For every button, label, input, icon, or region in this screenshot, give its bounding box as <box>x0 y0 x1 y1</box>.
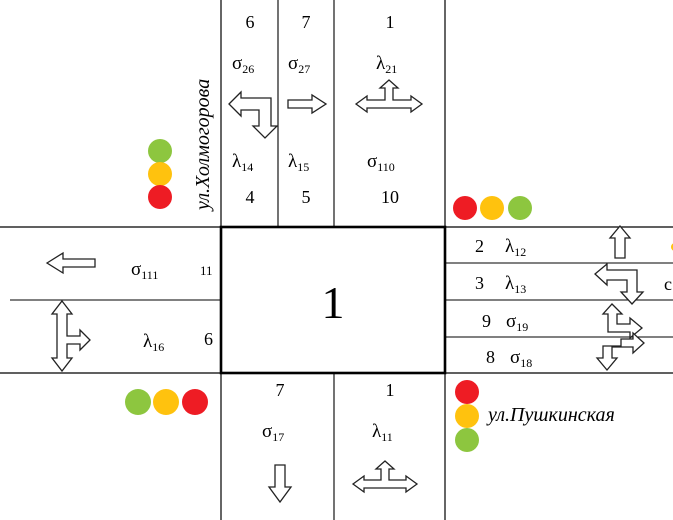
west-lane-number-6: 6 <box>204 329 213 349</box>
lambda-21-label: λ21 <box>376 53 397 76</box>
traffic-light-sw-green <box>125 389 151 415</box>
west-left-arrow-icon <box>45 251 96 275</box>
traffic-light-ne-green <box>508 196 532 220</box>
east-left-down-arrow-icon <box>594 262 645 305</box>
east-lane-number-3: 3 <box>475 273 484 293</box>
north-lane-number-1: 1 <box>386 12 395 32</box>
intersection-box <box>219 225 447 375</box>
north-exit-number-4: 4 <box>246 187 255 207</box>
west-lane-number-11: 11 <box>200 263 213 278</box>
north-lane-number-6: 6 <box>246 12 255 32</box>
north-lane-number-7: 7 <box>302 12 311 32</box>
left-and-down-arrow-icon <box>228 90 279 139</box>
north-exit-number-5: 5 <box>302 187 311 207</box>
traffic-light-ne-yellow <box>480 196 504 220</box>
right-arrow-icon <box>287 93 328 115</box>
traffic-light-ne-red <box>453 196 477 220</box>
lambda-13-label: λ13 <box>505 273 526 296</box>
east-down-right-arrow-icon <box>595 331 645 372</box>
sigma-111-label: σ111 <box>131 259 158 282</box>
lambda-14-label: λ14 <box>232 151 253 174</box>
lambda-15-label: λ15 <box>288 151 309 174</box>
south-down-arrow-icon <box>267 464 293 504</box>
sigma-26-label: σ26 <box>232 53 254 76</box>
sigma-17-label: σ17 <box>262 421 284 444</box>
east-up-arrow-icon <box>608 224 632 259</box>
sigma-110-label: σ110 <box>367 151 395 174</box>
sigma-18-label: σ18 <box>510 347 532 370</box>
east-up-right-arrow-icon <box>601 303 644 340</box>
traffic-light-nw-yellow <box>148 162 172 186</box>
traffic-light-nw-red <box>148 185 172 209</box>
sigma-19-label: σ19 <box>506 311 528 334</box>
lambda-16-label: λ16 <box>143 331 164 354</box>
traffic-light-se-red <box>455 380 479 404</box>
south-lane-number-7: 7 <box>276 380 285 400</box>
traffic-light-se-yellow <box>455 404 479 428</box>
street-name-pushkinskaya: ул.Пушкинская <box>486 404 615 426</box>
south-lane-number-1: 1 <box>386 380 395 400</box>
street-name-kholmogorova: ул.Холмогорова <box>192 79 214 212</box>
traffic-light-sw-red <box>182 389 208 415</box>
traffic-light-sw-yellow <box>153 389 179 415</box>
east-lane-number-8: 8 <box>486 347 495 367</box>
up-down-right-arrow-icon <box>50 299 91 373</box>
east-lane-number-9: 9 <box>482 311 491 331</box>
partial-edge-glyph: c <box>664 274 672 294</box>
intersection-number: 1 <box>322 277 345 328</box>
left-right-up-arrow-icon <box>354 79 424 114</box>
traffic-light-nw-green <box>148 139 172 163</box>
lambda-12-label: λ12 <box>505 236 526 259</box>
lambda-11-label: λ11 <box>372 421 393 444</box>
south-left-right-up-arrow-icon <box>351 460 419 494</box>
east-lane-number-2: 2 <box>475 236 484 256</box>
sigma-27-label: σ27 <box>288 53 310 76</box>
north-exit-number-10: 10 <box>381 187 399 207</box>
traffic-light-se-green <box>455 428 479 452</box>
